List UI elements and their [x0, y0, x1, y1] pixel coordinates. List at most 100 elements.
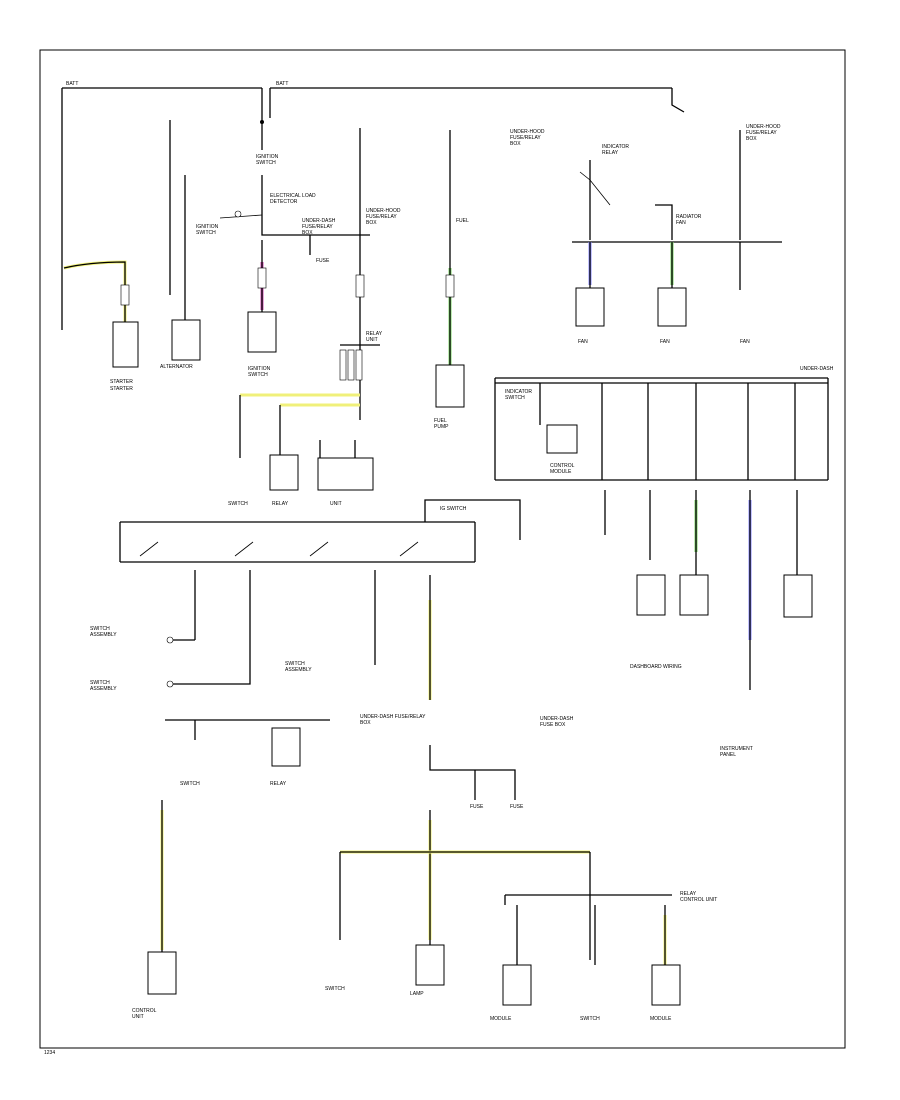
lower-center-tree: UNDER-DASH FUSE/RELAY BOX FUSE FUSE UNDE…	[325, 714, 717, 1022]
svg-text:MODULE: MODULE	[490, 1016, 512, 1022]
svg-text:ASSEMBLY: ASSEMBLY	[90, 632, 117, 638]
svg-text:SWITCH: SWITCH	[180, 781, 200, 787]
ignition-switch-area: IGNITION SWITCH IGNITION SWITCH ELECTRIC…	[196, 118, 370, 378]
svg-text:SWITCH: SWITCH	[505, 395, 525, 401]
svg-text:UNIT: UNIT	[330, 501, 342, 507]
svg-text:IGNITION: IGNITION	[256, 154, 279, 160]
svg-text:BATT: BATT	[276, 81, 288, 87]
svg-text:UNDER-DASH: UNDER-DASH	[800, 366, 834, 372]
svg-text:BOX: BOX	[366, 220, 377, 226]
fuel-pump-circuit: FUEL PUMP FUEL	[434, 130, 469, 430]
svg-text:STARTER: STARTER	[110, 386, 133, 392]
svg-text:UNDER-HOOD: UNDER-HOOD	[746, 124, 781, 130]
alternator	[171, 319, 201, 361]
svg-text:SWITCH: SWITCH	[248, 372, 268, 378]
svg-text:INSTRUMENT: INSTRUMENT	[720, 746, 753, 752]
svg-text:FAN: FAN	[740, 339, 750, 345]
top-battery-bus: BATT BATT	[61, 81, 685, 330]
lower-middle-circuits: SWITCH RELAY CONTROL UNIT	[132, 719, 330, 1020]
svg-text:BOX: BOX	[360, 720, 371, 726]
alternator-circuit: ALTERNATOR	[160, 120, 201, 370]
svg-text:SWITCH: SWITCH	[580, 1016, 600, 1022]
svg-text:FAN: FAN	[660, 339, 670, 345]
ignition-switch-box	[247, 311, 277, 353]
bottom-component-1	[502, 964, 532, 1006]
svg-text:STARTER: STARTER	[110, 379, 133, 385]
right-component-2	[679, 574, 709, 616]
svg-text:DETECTOR: DETECTOR	[270, 199, 298, 205]
svg-text:UNDER-HOOD: UNDER-HOOD	[366, 208, 401, 214]
fuel-pump	[435, 364, 465, 408]
left-lower-circuits: SWITCH ASSEMBLY SWITCH ASSEMBLY SWITCH A…	[90, 626, 312, 692]
dash-module	[546, 424, 578, 454]
svg-text:SWITCH: SWITCH	[196, 230, 216, 236]
svg-text:LAMP: LAMP	[410, 991, 424, 997]
svg-text:UNIT: UNIT	[132, 1014, 144, 1020]
starter-circuit: STARTER STARTER	[63, 260, 139, 392]
right-fuse-bus: UNDER-DASH INDICATOR SWITCH CONTROL MODU…	[494, 366, 834, 481]
svg-text:FUEL: FUEL	[456, 218, 469, 224]
upper-right-circuits: UNDER-HOOD FUSE/RELAY BOX INDICATOR RELA…	[510, 124, 782, 345]
ignition-switch-bus: IG SWITCH	[119, 499, 521, 700]
component-b	[657, 287, 687, 327]
svg-text:FUSE/RELAY: FUSE/RELAY	[366, 214, 397, 220]
right-component-1	[636, 574, 666, 616]
svg-text:BOX: BOX	[302, 230, 313, 236]
svg-text:FAN: FAN	[676, 220, 686, 226]
svg-text:MODULE: MODULE	[550, 469, 572, 475]
svg-text:RELAY: RELAY	[272, 501, 289, 507]
svg-text:ASSEMBLY: ASSEMBLY	[90, 686, 117, 692]
svg-text:PANEL: PANEL	[720, 752, 736, 758]
svg-text:SWITCH: SWITCH	[90, 680, 110, 686]
svg-text:RELAY: RELAY	[270, 781, 287, 787]
svg-text:IGNITION: IGNITION	[248, 366, 271, 372]
svg-text:ASSEMBLY: ASSEMBLY	[285, 667, 312, 673]
lower-component-1	[271, 727, 301, 767]
middle-relay-2	[317, 457, 374, 491]
svg-text:CONTROL UNIT: CONTROL UNIT	[680, 897, 717, 903]
right-component-3	[783, 574, 813, 618]
diagram-border	[39, 49, 846, 1049]
starter-connector	[120, 284, 130, 306]
bottom-component-2	[651, 964, 681, 1006]
svg-text:PUMP: PUMP	[434, 424, 449, 430]
svg-text:RADIATOR: RADIATOR	[676, 214, 702, 220]
svg-text:FUSE/RELAY: FUSE/RELAY	[302, 224, 333, 230]
svg-text:UNDER-DASH FUSE/RELAY: UNDER-DASH FUSE/RELAY	[360, 714, 426, 720]
svg-text:BATT: BATT	[66, 81, 78, 87]
svg-text:SWITCH: SWITCH	[325, 986, 345, 992]
svg-text:BOX: BOX	[746, 136, 757, 142]
lower-component-2	[147, 951, 177, 995]
svg-text:FUEL: FUEL	[434, 418, 447, 424]
svg-text:FUSE/RELAY: FUSE/RELAY	[510, 135, 541, 141]
svg-text:UNDER-DASH: UNDER-DASH	[302, 218, 336, 224]
svg-text:UNDER-DASH: UNDER-DASH	[540, 716, 574, 722]
svg-text:RELAY: RELAY	[366, 331, 383, 337]
svg-text:DASHBOARD WIRING: DASHBOARD WIRING	[630, 664, 682, 670]
svg-text:RELAY: RELAY	[602, 150, 619, 156]
svg-text:ALTERNATOR: ALTERNATOR	[160, 364, 193, 370]
svg-text:SWITCH: SWITCH	[285, 661, 305, 667]
svg-text:FUSE BOX: FUSE BOX	[540, 722, 566, 728]
svg-text:FAN: FAN	[578, 339, 588, 345]
svg-text:SWITCH: SWITCH	[256, 160, 276, 166]
svg-text:INDICATOR: INDICATOR	[602, 144, 629, 150]
svg-text:MODULE: MODULE	[650, 1016, 672, 1022]
component-a	[575, 287, 605, 327]
svg-text:FUSE/RELAY: FUSE/RELAY	[746, 130, 777, 136]
svg-text:UNIT: UNIT	[366, 337, 378, 343]
relay-block: RELAY UNIT	[339, 331, 383, 381]
svg-text:UNDER-HOOD: UNDER-HOOD	[510, 129, 545, 135]
upper-yellow-feed: SWITCH RELAY UNIT	[228, 393, 374, 507]
figure-number: 1234	[44, 1050, 55, 1056]
svg-text:BOX: BOX	[510, 141, 521, 147]
svg-text:CONTROL: CONTROL	[132, 1008, 157, 1014]
middle-relay-1	[269, 454, 299, 491]
svg-text:FUSE: FUSE	[510, 804, 524, 810]
right-lower-drops: DASHBOARD WIRING INSTRUMENT PANEL	[604, 490, 813, 758]
starter-motor	[112, 321, 139, 368]
lower-relay-center	[415, 944, 445, 986]
fuse-column: UNDER-HOOD FUSE/RELAY BOX RELAY UNIT	[339, 128, 401, 420]
svg-text:SWITCH: SWITCH	[228, 501, 248, 507]
